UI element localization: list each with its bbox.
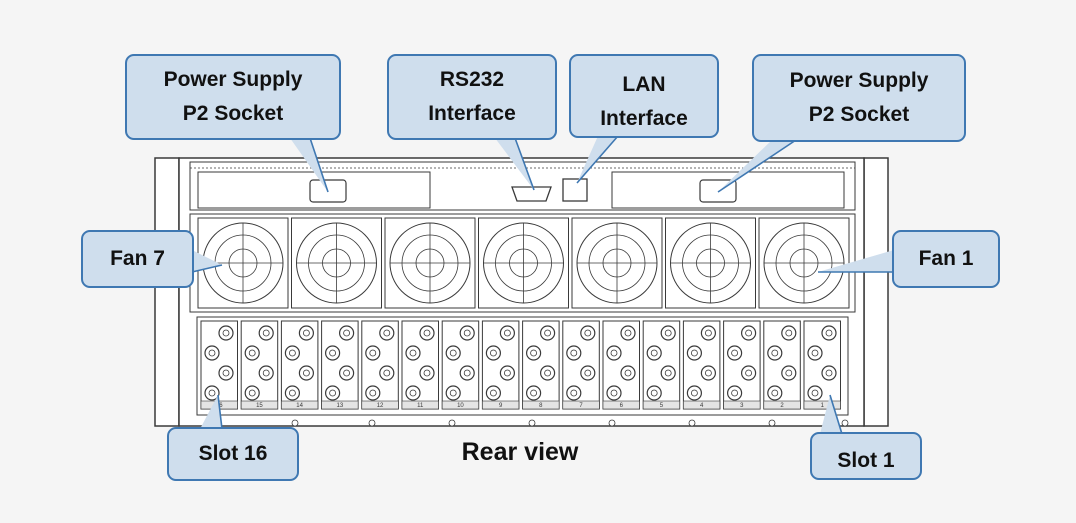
slot-number: 3 — [740, 403, 744, 409]
callout-power-supply-right: Power Supply P2 Socket — [752, 54, 966, 142]
io-slot: 2 — [763, 320, 801, 410]
io-slot: 3 — [723, 320, 761, 410]
slot-number: 9 — [499, 403, 503, 409]
slot-number: 14 — [296, 403, 303, 409]
slot-number: 5 — [660, 403, 664, 409]
callout-line: Fan 7 — [110, 247, 165, 270]
slot-number: 15 — [256, 403, 263, 409]
callout-line: P2 Socket — [182, 102, 284, 125]
foot — [768, 419, 776, 427]
io-slot: 13 — [321, 320, 359, 410]
callout-line: Slot 1 — [837, 449, 895, 472]
rs232-port — [511, 186, 552, 202]
io-slot: 6 — [602, 320, 640, 410]
io-slot: 1 — [803, 320, 841, 410]
callout-line: Slot 16 — [198, 442, 268, 465]
foot — [291, 419, 299, 427]
io-slot: 12 — [361, 320, 399, 410]
callout-line: LAN — [622, 73, 666, 96]
io-slot: 5 — [642, 320, 681, 410]
slot-number: 11 — [417, 403, 424, 409]
callout-line: Power Supply — [163, 68, 303, 91]
callout-line: Interface — [600, 107, 688, 130]
slot-number: 1 — [821, 403, 825, 409]
slot-number: 12 — [377, 403, 384, 409]
fan-unit — [665, 217, 756, 309]
foot — [528, 419, 536, 427]
io-slot: 14 — [280, 320, 319, 410]
fan-unit — [478, 217, 569, 309]
io-slot: 9 — [481, 320, 520, 410]
slot-number: 6 — [620, 403, 624, 409]
slot-number: 7 — [579, 403, 583, 409]
slot-number: 8 — [539, 403, 543, 409]
foot — [841, 419, 849, 427]
callout-slot-1: Slot 1 — [810, 432, 922, 480]
lan-port — [562, 178, 588, 202]
callout-fan-1: Fan 1 — [892, 230, 1000, 288]
callout-line: P2 Socket — [808, 103, 910, 126]
slot-number: 4 — [700, 403, 704, 409]
foot — [448, 419, 456, 427]
io-slot: 16 — [200, 320, 238, 410]
callout-rs232-interface: RS232 Interface — [387, 54, 557, 140]
io-slot: 15 — [240, 320, 279, 410]
slot-number: 10 — [457, 403, 464, 409]
callout-power-supply-left: Power Supply P2 Socket — [125, 54, 341, 140]
foot — [688, 419, 696, 427]
diagram-title: Rear view — [461, 438, 579, 466]
io-slot: 10 — [441, 320, 480, 410]
io-slot: 11 — [401, 320, 439, 410]
callout-line: Power Supply — [789, 69, 929, 92]
callout-line: Fan 1 — [918, 247, 974, 270]
left-rack-ear — [154, 157, 180, 427]
io-slot: 4 — [682, 320, 721, 410]
slot-number: 13 — [337, 403, 344, 409]
fan-unit — [384, 217, 476, 309]
io-slot: 7 — [562, 320, 600, 410]
callout-slot-16: Slot 16 — [167, 427, 299, 481]
fan-unit — [571, 217, 663, 309]
callout-line: Interface — [428, 102, 516, 125]
callout-lan-interface: LAN Interface — [569, 54, 719, 138]
foot — [608, 419, 616, 427]
callout-fan-7: Fan 7 — [81, 230, 194, 288]
fan-unit — [758, 217, 850, 309]
callout-line: RS232 — [439, 68, 505, 91]
slot-number: 2 — [780, 403, 784, 409]
right-rack-ear — [863, 157, 889, 427]
fan-unit — [291, 217, 382, 309]
io-slot: 8 — [522, 320, 560, 410]
foot — [368, 419, 376, 427]
